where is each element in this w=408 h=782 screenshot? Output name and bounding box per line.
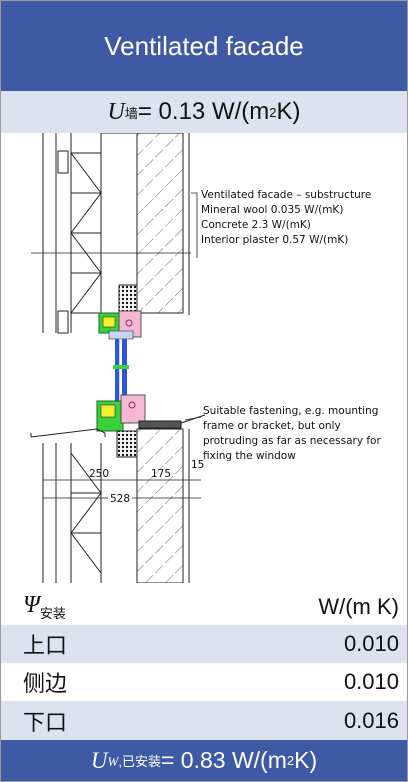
row-value-bottom: 0.016	[343, 707, 399, 733]
callout-bottom-2: frame or bracket, but only	[203, 420, 341, 432]
row-value-side: 0.010	[343, 669, 399, 694]
psi-symbol: Ψ安装	[23, 592, 66, 622]
dimension-15: 15	[191, 459, 205, 471]
wall-u-symbol: U	[107, 98, 125, 125]
callout-top-1: Ventilated facade – substructure	[201, 189, 372, 201]
table-row: 下口 0.016	[1, 701, 407, 740]
window-sill	[30, 414, 206, 438]
wall-u-exponent: 2	[269, 104, 277, 120]
row-label-side: 侧边	[23, 671, 68, 696]
section-drawing: Ventilated facade – substructure Mineral…	[1, 133, 407, 583]
psi-subscript: 安装	[39, 606, 66, 622]
window-frame-upper	[98, 310, 142, 340]
wall-u-equals: = 0.13 W/(m	[137, 98, 270, 125]
row-value-top: 0.010	[343, 631, 399, 656]
row-label-top: 上口	[23, 633, 68, 658]
wall-u-subscript: 墙	[124, 106, 138, 122]
table-row: 上口 0.010	[1, 625, 407, 663]
window-u-sub-rest: ,已安装	[118, 754, 161, 769]
wall-u-suffix: K)	[276, 98, 301, 125]
cladding-upper	[42, 133, 136, 334]
table-row: 侧边 0.010	[1, 663, 407, 701]
dimension-528: 528	[108, 493, 133, 506]
window-u-sub-w: W	[107, 754, 119, 769]
psi-unit: W/(m K)	[318, 594, 399, 619]
mineral-wool-lower	[116, 430, 138, 458]
leader-top	[191, 192, 198, 258]
callout-top-4: Interior plaster 0.57 W/(mK)	[201, 234, 349, 246]
row-label-bottom: 下口	[23, 709, 68, 735]
dimension-250: 250	[89, 468, 110, 480]
concrete-lower	[136, 428, 184, 583]
callout-top-2: Mineral wool 0.035 W/(mK)	[201, 204, 344, 216]
window-u-suffix: K)	[294, 747, 318, 773]
window-u-equals: = 0.83 W/(m	[160, 747, 287, 773]
dimension-175: 175	[151, 468, 172, 480]
callout-bottom-1: Suitable fastening, e.g. mounting	[203, 405, 379, 417]
window-u-subscript: W,已安装	[108, 751, 161, 770]
callout-top-3: Concrete 2.3 W/(mK)	[201, 219, 311, 231]
window-frame-lower	[96, 394, 146, 432]
page-title: Ventilated facade	[1, 1, 407, 91]
callout-bottom-4: fixing the window	[203, 450, 296, 462]
window-u-exponent: 2	[286, 753, 295, 768]
section-drawing-svg	[30, 133, 206, 583]
psi-header-row: Ψ安装 W/(m K)	[1, 587, 407, 627]
concrete-upper	[136, 133, 184, 314]
cladding-lower	[42, 443, 102, 583]
leader-bottom	[184, 416, 202, 421]
psi-letter: Ψ	[23, 592, 40, 619]
callout-bottom-3: protruding as far as necessary for	[203, 435, 381, 447]
window-u-symbol: U	[90, 747, 108, 773]
